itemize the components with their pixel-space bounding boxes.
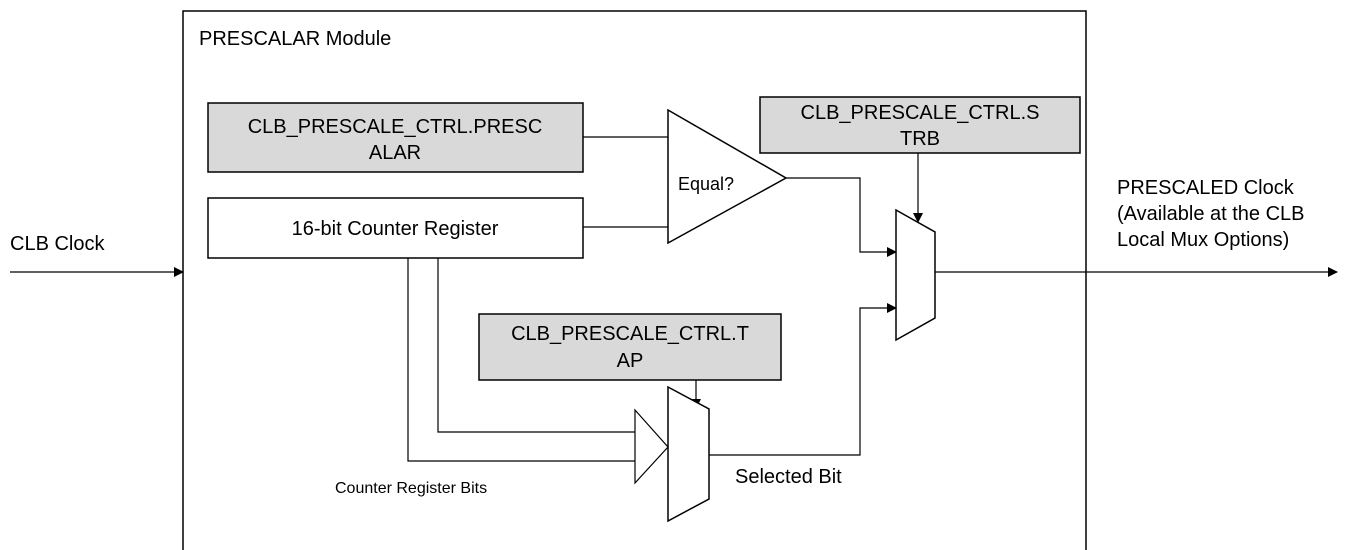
counter-register-bits-label: Counter Register Bits — [335, 480, 487, 497]
selected-bit-label: Selected Bit — [735, 466, 842, 488]
output-mux — [895, 208, 936, 342]
prescalar-register: CLB_PRESCALE_CTRL.PRESC ALAR — [207, 102, 584, 173]
output-label-line2: (Available at the CLB — [1117, 203, 1305, 225]
tap-register-label-line2: AP — [617, 350, 644, 372]
comparator-label: Equal? — [678, 174, 734, 194]
selected-bit-line — [709, 303, 897, 456]
prescalar-register-label-line2: ALAR — [369, 142, 421, 164]
counter-register-label: 16-bit Counter Register — [292, 218, 499, 240]
tap-register-label-line1: CLB_PRESCALE_CTRL.T — [511, 323, 749, 345]
strb-register-label-line2: TRB — [900, 128, 940, 150]
comparator-to-output-mux-line — [786, 177, 897, 257]
counter-bits-bus — [407, 258, 669, 485]
prescalar-register-label-line1: CLB_PRESCALE_CTRL.PRESC — [248, 116, 543, 138]
comparator: Equal? — [667, 108, 788, 245]
output-label-line3: Local Mux Options) — [1117, 229, 1289, 251]
module-title: PRESCALAR Module — [199, 28, 391, 50]
output-label-line1: PRESCALED Clock — [1117, 177, 1295, 199]
tap-register: CLB_PRESCALE_CTRL.T AP — [478, 313, 782, 381]
prescalar-module-frame — [182, 10, 1087, 550]
clb-clock-label: CLB Clock — [10, 233, 105, 255]
strb-register-label-line1: CLB_PRESCALE_CTRL.S — [801, 102, 1040, 124]
strb-register: CLB_PRESCALE_CTRL.S TRB — [759, 96, 1081, 154]
counter-register: 16-bit Counter Register — [207, 197, 584, 259]
bit-select-mux — [667, 385, 710, 523]
